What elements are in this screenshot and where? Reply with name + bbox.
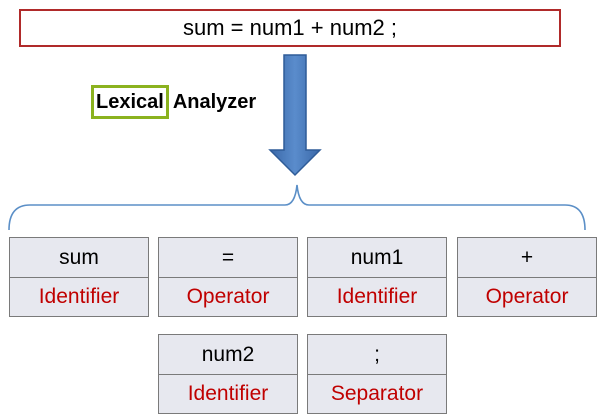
token-lexeme: ; <box>308 335 446 375</box>
token-lexeme: num1 <box>308 238 446 278</box>
token-kind: Identifier <box>187 382 269 405</box>
token-kind: Operator <box>485 285 569 308</box>
lexical-analyzer-label: Lexical Analyzer <box>91 83 256 121</box>
token-kind: Separator <box>330 382 424 405</box>
token-kind: Identifier <box>38 285 120 308</box>
source-expression-box: sum = num1 + num2 ; <box>19 9 561 47</box>
analyzer-text: Analyzer <box>172 90 257 113</box>
token-kind: Operator <box>186 285 270 308</box>
token-lexeme: + <box>458 238 596 278</box>
lexical-highlight: Lexical <box>91 85 169 119</box>
grouping-brace <box>8 184 586 231</box>
down-arrow-icon <box>268 54 322 177</box>
token-lexeme: sum <box>10 238 148 278</box>
token-card: num2 Identifier <box>158 334 298 414</box>
token-card: sum Identifier <box>9 237 149 317</box>
token-card: = Operator <box>158 237 298 317</box>
token-kind: Identifier <box>336 285 418 308</box>
token-card: ; Separator <box>307 334 447 414</box>
token-card: + Operator <box>457 237 597 317</box>
source-expression-text: sum = num1 + num2 ; <box>183 15 397 40</box>
token-lexeme: num2 <box>159 335 297 375</box>
token-lexeme: = <box>159 238 297 278</box>
token-card: num1 Identifier <box>307 237 447 317</box>
